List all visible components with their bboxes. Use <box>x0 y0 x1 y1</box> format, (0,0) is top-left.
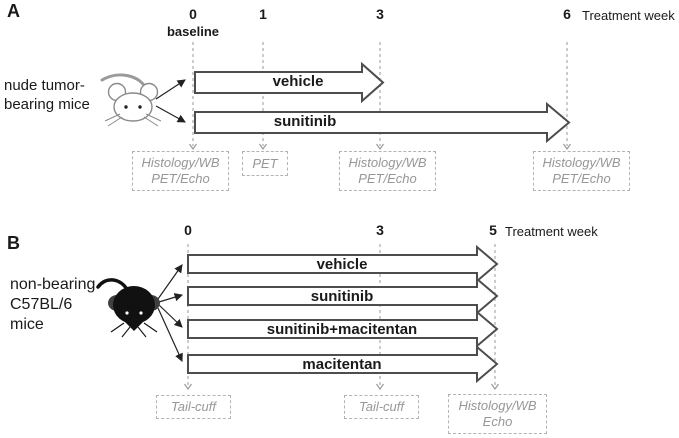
panel-a-week-6: 6 <box>563 6 571 22</box>
assessment-line: PET/Echo <box>358 171 417 186</box>
panel-a-baseline-label: baseline <box>166 24 220 39</box>
panel-a-subject-line2: bearing mice <box>4 96 90 113</box>
panel-b-treatment-arrows <box>187 244 499 384</box>
panel-b-assessment-box-week0: Tail-cuff <box>156 395 231 419</box>
panel-a-assessment-box-week6: Histology/WB PET/Echo <box>533 151 630 191</box>
vehicle-arrow-a <box>194 61 385 104</box>
panel-a-treatment-vehicle-label: vehicle <box>272 73 324 90</box>
assessment-line: Histology/WB <box>458 398 537 413</box>
panel-b-assessment-box-week3: Tail-cuff <box>344 395 419 419</box>
assessment-line: Histology/WB <box>141 155 220 170</box>
panel-a-week-1: 1 <box>259 6 267 22</box>
panel-b-treatment-vehicle-label: vehicle <box>316 256 368 273</box>
panel-a-label: A <box>7 1 20 21</box>
panel-b-assessment-box-week5: Histology/WB Echo <box>448 394 547 434</box>
panel-b-week-0: 0 <box>184 222 192 238</box>
panel-a-assessment-box-week0: Histology/WB PET/Echo <box>132 151 229 191</box>
panel-b-subject-line2: C57BL/6 <box>10 296 73 313</box>
vehicle-arrow-b <box>187 244 499 284</box>
panel-a-treatment-sunitinib-label: sunitinib <box>273 113 337 130</box>
assessment-line: Tail-cuff <box>170 399 217 414</box>
panel-a-week-0: 0 <box>189 6 197 22</box>
assessment-line: Histology/WB <box>542 155 621 170</box>
panel-a-week-3: 3 <box>376 6 384 22</box>
assessment-line: PET/Echo <box>151 171 210 186</box>
panel-b-treatment-sunitinib-macitentan-label: sunitinib+macitentan <box>266 321 418 338</box>
nude-mouse-icon <box>100 73 162 127</box>
panel-a-assessment-box-week3: Histology/WB PET/Echo <box>339 151 436 191</box>
panel-b-label: B <box>7 233 20 253</box>
assessment-line: PET <box>252 155 278 171</box>
panel-a-down-arrow-icons <box>189 143 571 151</box>
assessment-line: Histology/WB <box>348 155 427 170</box>
assessment-line: Tail-cuff <box>358 399 405 414</box>
panel-a-treatment-arrows <box>194 61 571 144</box>
assessment-line: PET/Echo <box>552 171 611 186</box>
panel-b-week-5: 5 <box>489 222 497 238</box>
macitentan-arrow-b <box>187 344 499 384</box>
black-mouse-icon <box>96 278 160 338</box>
panel-a-subject-line1: nude tumor- <box>4 77 85 94</box>
panel-b-fan-arrows <box>157 264 184 362</box>
sunitinib-arrow-a <box>194 101 571 144</box>
panel-b-treatment-macitentan-label: macitentan <box>302 356 382 373</box>
panel-b-axis-label: Treatment week <box>505 224 598 239</box>
panel-a-fan-arrows <box>155 79 186 123</box>
panel-b-subject-line3: mice <box>10 316 44 333</box>
panel-a-axis-label: Treatment week <box>582 8 675 23</box>
panel-b-subject-line1: non-bearing <box>10 276 96 293</box>
panel-b-week-3: 3 <box>376 222 384 238</box>
sunitinib-macitentan-arrow-b <box>187 309 499 349</box>
assessment-line: Echo <box>482 414 513 429</box>
panel-b-down-arrow-icons <box>184 383 499 391</box>
panel-b-treatment-sunitinib-label: sunitinib <box>310 288 374 305</box>
panel-a-assessment-box-week1: PET <box>242 151 288 176</box>
sunitinib-arrow-b <box>187 276 499 316</box>
